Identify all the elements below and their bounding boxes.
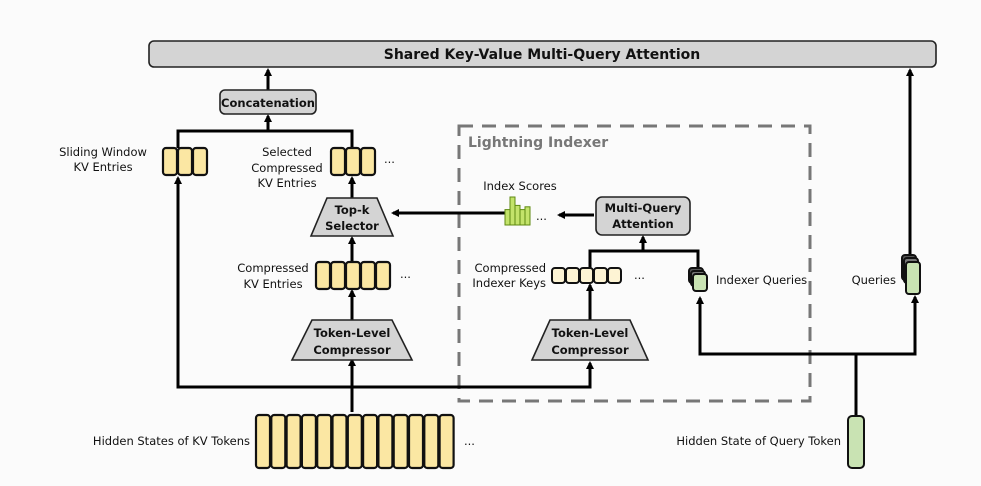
hidden-kv-token-cell — [423, 413, 440, 470]
indexer-keys-ellipsis: ... — [634, 268, 645, 282]
indexer-compressor-label-1: Token-Level — [552, 326, 629, 340]
hidden-kv-token-cell — [300, 413, 317, 470]
hidden-kv-ellipsis: ... — [464, 434, 475, 448]
mqa-label-1: Multi-Query — [605, 201, 682, 215]
selected-compressed-kv-entries — [329, 146, 377, 177]
hidden-kv-token-cell — [270, 413, 287, 470]
topk-label-1: Top-k — [335, 203, 370, 217]
index-score-bar — [514, 204, 521, 226]
hidden-kv-token-cell — [346, 413, 363, 470]
hidden-kv-token-cell — [362, 413, 379, 470]
compressed-indexer-keys — [551, 267, 622, 284]
multi-query-attention-block: Multi-Query Attention — [595, 196, 691, 236]
selected-label-1: Selected — [262, 145, 312, 159]
indexer-queries-label: Indexer Queries — [716, 273, 807, 287]
token-level-compressor-block: Token-Level Compressor — [290, 319, 414, 361]
sliding-window-kv-entries — [161, 146, 209, 177]
sliding-window-label-2: KV Entries — [73, 160, 132, 174]
compressor-label-2: Compressor — [313, 343, 391, 357]
hidden-kv-token-cell — [407, 413, 425, 470]
compressed-kv-label-1: Compressed — [237, 261, 308, 275]
index-score-bar — [524, 206, 531, 226]
queries-label: Queries — [852, 273, 896, 287]
mqa-label-2: Attention — [612, 217, 673, 231]
hidden-query-label: Hidden State of Query Token — [676, 434, 841, 448]
index-score-bar — [509, 196, 516, 226]
hidden-kv-token-cell — [316, 413, 333, 470]
compressor-label-1: Token-Level — [314, 326, 391, 340]
hidden-kv-token-cell — [392, 413, 409, 470]
index-score-bar — [519, 209, 526, 226]
hidden-kv-token-cell — [285, 413, 302, 470]
compressed-kv-label-2: KV Entries — [243, 277, 302, 291]
topk-label-2: Selector — [325, 219, 379, 233]
index-score-bar — [504, 209, 511, 226]
compressed-kv-entries — [314, 260, 392, 291]
queries-stack — [901, 254, 921, 295]
indexer-compressor-label-2: Compressor — [551, 343, 629, 357]
arrow-query-to-queries — [856, 295, 919, 356]
index-scores-ellipsis: ... — [536, 209, 547, 223]
concatenation-block: Concatenation — [219, 89, 317, 115]
indexer-queries-stack — [688, 267, 708, 292]
topk-selector-block: Top-k Selector — [309, 197, 395, 237]
hidden-kv-token-cell — [254, 413, 272, 470]
selected-ellipsis: ... — [384, 152, 395, 166]
hidden-kv-tokens — [254, 413, 455, 470]
indexer-token-level-compressor-block: Token-Level Compressor — [530, 319, 650, 361]
hidden-kv-token-cell — [377, 413, 394, 470]
compressed-kv-ellipsis: ... — [400, 267, 411, 281]
hidden-kv-label: Hidden States of KV Tokens — [93, 434, 250, 448]
selected-label-2: Compressed — [251, 161, 322, 175]
lightning-indexer-group: Lightning Indexer — [457, 124, 812, 403]
sliding-window-label-1: Sliding Window — [59, 145, 147, 159]
connectors — [174, 68, 919, 416]
hidden-query-token — [847, 415, 865, 469]
lightning-indexer-label: Lightning Indexer — [468, 135, 608, 151]
index-scores-label: Index Scores — [483, 179, 557, 193]
arrow-query-to-indexer-queries — [696, 296, 858, 416]
index-scores-bars — [504, 196, 531, 226]
indexer-keys-label-1: Compressed — [475, 261, 546, 275]
branch-to-concat — [176, 129, 354, 148]
selected-label-3: KV Entries — [257, 176, 316, 190]
shared-kv-mqa-block: Shared Key-Value Multi-Query Attention — [148, 40, 937, 68]
shared-kv-mqa-title: Shared Key-Value Multi-Query Attention — [384, 47, 700, 63]
indexer-keys-label-2: Indexer Keys — [472, 276, 546, 290]
concatenation-label: Concatenation — [221, 96, 315, 110]
hidden-kv-token-cell — [331, 413, 348, 470]
arrow-hidden-to-indexer-compressor — [352, 361, 594, 389]
hidden-kv-token-cell — [438, 413, 455, 470]
